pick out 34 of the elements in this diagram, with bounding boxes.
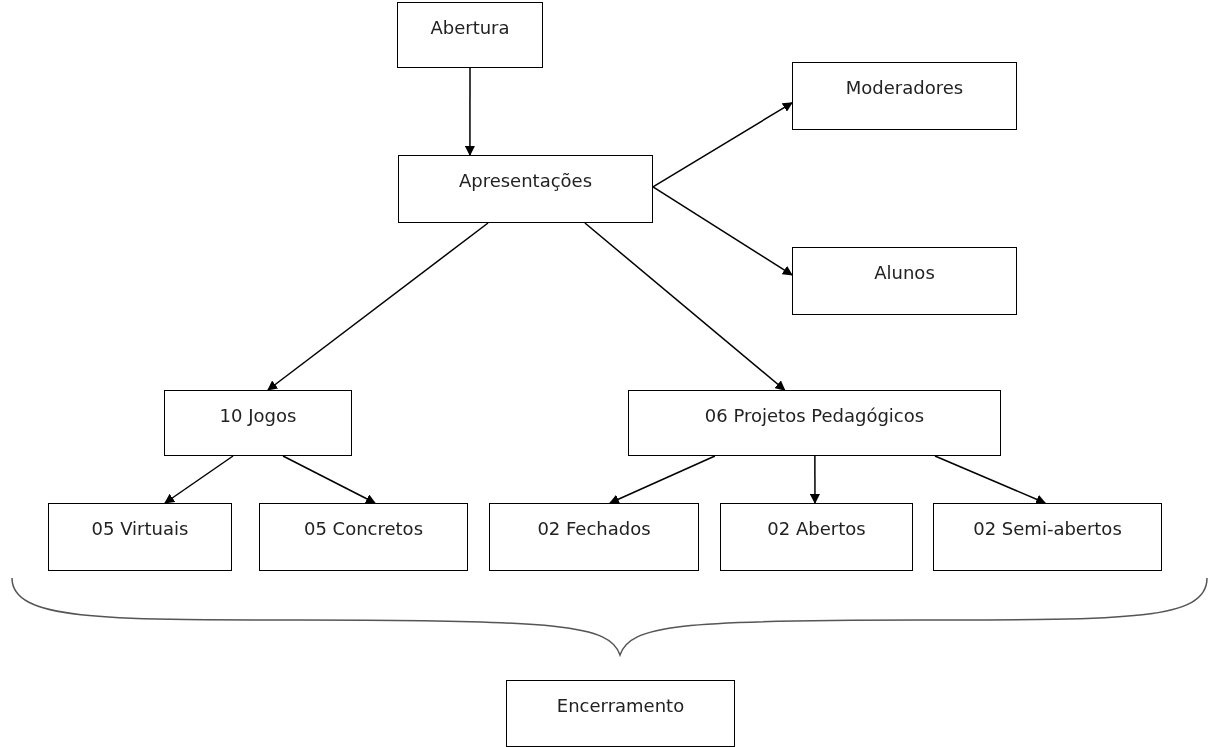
arrow (652, 102, 793, 188)
node-label: 10 Jogos (219, 405, 297, 426)
node-label: 05 Virtuais (91, 518, 189, 539)
process-box (259, 503, 468, 571)
arrow (164, 455, 234, 504)
node-label: 06 Projetos Pedagógicos (704, 405, 925, 426)
node-label: Alunos (874, 262, 935, 283)
process-box (506, 680, 735, 747)
node-label: 02 Abertos (767, 518, 866, 539)
node-label: 05 Concretos (303, 518, 423, 539)
node-label: Abertura (430, 17, 510, 38)
arrow (282, 455, 376, 504)
arrow (809, 455, 820, 504)
arrow (609, 455, 716, 504)
arrow (584, 222, 786, 391)
node-label: 02 Fechados (537, 518, 651, 539)
process-box (489, 503, 699, 571)
arrow (267, 222, 489, 391)
arrow (464, 67, 475, 156)
process-box (397, 2, 543, 68)
process-box (933, 503, 1162, 571)
process-box (398, 155, 653, 223)
arrow (934, 455, 1047, 505)
process-box (792, 247, 1017, 315)
node-label: Apresentações (458, 170, 593, 191)
process-box (164, 390, 352, 456)
process-box (720, 503, 913, 571)
process-box (792, 62, 1017, 130)
process-box (628, 390, 1001, 456)
process-box (48, 503, 232, 571)
node-label: 02 Semi-abertos (973, 518, 1122, 539)
arrow (652, 186, 793, 276)
node-label: Moderadores (845, 77, 964, 98)
node-label: Encerramento (556, 695, 685, 716)
